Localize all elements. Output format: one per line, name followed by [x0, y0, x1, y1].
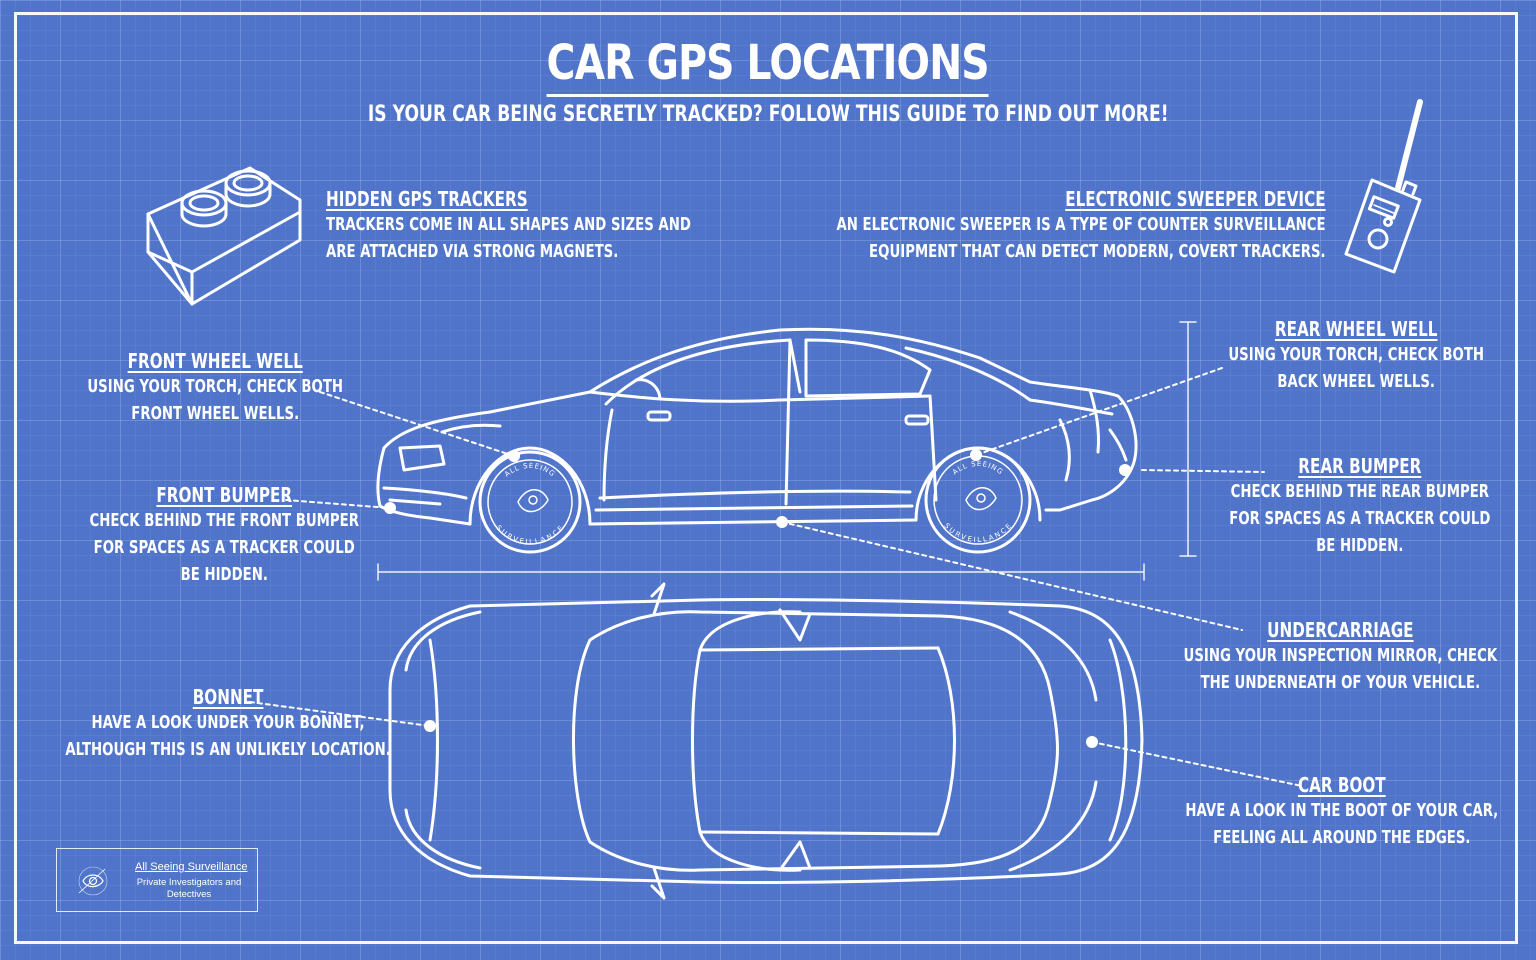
callout-heading: BONNET [192, 685, 264, 709]
callout-sweeper-device: ELECTRONIC SWEEPER DEVICE AN ELECTRONIC … [682, 186, 1326, 266]
callout-line: USING YOUR TORCH, CHECK BOTH [87, 377, 344, 397]
location-dots [384, 449, 1131, 748]
callout-heading: FRONT BUMPER [156, 483, 293, 507]
callout-line: FOR SPACES AS A TRACKER COULD [93, 538, 355, 558]
rear-wheel [924, 446, 1032, 554]
callout-line: USING YOUR INSPECTION MIRROR, CHECK [1183, 646, 1498, 666]
callout-line: EQUIPMENT THAT CAN DETECT MODERN, COVERT… [869, 242, 1326, 262]
undercarriage-dot [776, 516, 788, 528]
front-bumper-dot [384, 502, 396, 514]
page-subtitle: IS YOUR CAR BEING SECRETLY TRACKED? FOLL… [367, 102, 1169, 127]
callout-rear-bumper: REAR BUMPER CHECK BEHIND THE REAR BUMPER… [1188, 453, 1491, 560]
callout-front-bumper: FRONT BUMPER CHECK BEHIND THE FRONT BUMP… [47, 482, 359, 589]
callout-line: HAVE A LOOK IN THE BOOT OF YOUR CAR, [1185, 801, 1499, 821]
rear-wheel-well-dot [970, 449, 982, 461]
callout-line: FOR SPACES AS A TRACKER COULD [1229, 509, 1491, 529]
callout-hidden-trackers: HIDDEN GPS TRACKERS TRACKERS COME IN ALL… [326, 186, 806, 266]
callout-heading: HIDDEN GPS TRACKERS [326, 187, 528, 211]
callout-line: BE HIDDEN. [1316, 536, 1404, 556]
car-boot-dot [1086, 736, 1098, 748]
eye-emblem-icon [78, 866, 108, 896]
callout-line: FEELING ALL AROUND THE EDGES. [1213, 828, 1471, 848]
company-logo: All Seeing Surveillance Private Investig… [56, 848, 258, 912]
page-title: CAR GPS LOCATIONS [0, 34, 1536, 97]
callout-heading: FRONT WHEEL WELL [127, 349, 303, 373]
callout-rear-wheel-well: REAR WHEEL WELL USING YOUR TORCH, CHECK … [1188, 316, 1488, 396]
callout-bonnet: BONNET HAVE A LOOK UNDER YOUR BONNET, AL… [14, 684, 390, 764]
leader-lines [249, 367, 1303, 787]
callout-line: AN ELECTRONIC SWEEPER IS A TYPE OF COUNT… [836, 215, 1326, 235]
callout-car-boot: CAR BOOT HAVE A LOOK IN THE BOOT OF YOUR… [1136, 772, 1536, 852]
callout-line: TRACKERS COME IN ALL SHAPES AND SIZES AN… [326, 215, 691, 235]
rear-wheel-badge-top: ALL SEEING [951, 460, 1005, 477]
callout-line: USING YOUR TORCH, CHECK BOTH [1228, 345, 1485, 365]
callout-line: ARE ATTACHED VIA STRONG MAGNETS. [326, 242, 619, 262]
logo-company-name: All Seeing Surveillance [135, 861, 248, 873]
callout-line: BE HIDDEN. [180, 565, 268, 585]
callout-line: FRONT WHEEL WELLS. [131, 404, 300, 424]
gps-tracker-icon [146, 166, 302, 306]
callout-line: CHECK BEHIND THE REAR BUMPER [1230, 482, 1490, 502]
callout-front-wheel-well: FRONT WHEEL WELL USING YOUR TORCH, CHECK… [47, 348, 347, 428]
callout-heading: UNDERCARRIAGE [1267, 618, 1414, 642]
logo-tagline: Private Investigators and Detectives [136, 877, 242, 900]
front-wheel-well-dot [508, 450, 520, 462]
callout-line: BACK WHEEL WELLS. [1277, 372, 1435, 392]
callout-line: CHECK BEHIND THE FRONT BUMPER [89, 511, 359, 531]
blueprint-frame [14, 12, 1518, 944]
dimension-lines [377, 321, 1197, 581]
rear-wheel-badge-bottom: SURVEILLANCE [942, 522, 1013, 544]
callout-heading: ELECTRONIC SWEEPER DEVICE [1065, 187, 1326, 211]
callout-heading: CAR BOOT [1297, 773, 1386, 797]
front-wheel-badge-bottom: SURVEILLANCE [494, 524, 565, 546]
callout-heading: REAR BUMPER [1298, 454, 1422, 478]
front-wheel [478, 450, 582, 554]
callout-heading: REAR WHEEL WELL [1274, 317, 1438, 341]
callout-line: THE UNDERNEATH OF YOUR VEHICLE. [1200, 673, 1481, 693]
callout-line: HAVE A LOOK UNDER YOUR BONNET, [91, 713, 365, 733]
rear-bumper-dot [1119, 464, 1131, 476]
bonnet-dot [424, 720, 436, 732]
callout-line: ALTHOUGH THIS IS AN UNLIKELY LOCATION. [65, 740, 391, 760]
car-top-view [388, 582, 1144, 900]
sweeper-device-icon [1344, 99, 1423, 274]
callout-undercarriage: UNDERCARRIAGE USING YOUR INSPECTION MIRR… [1134, 617, 1534, 697]
